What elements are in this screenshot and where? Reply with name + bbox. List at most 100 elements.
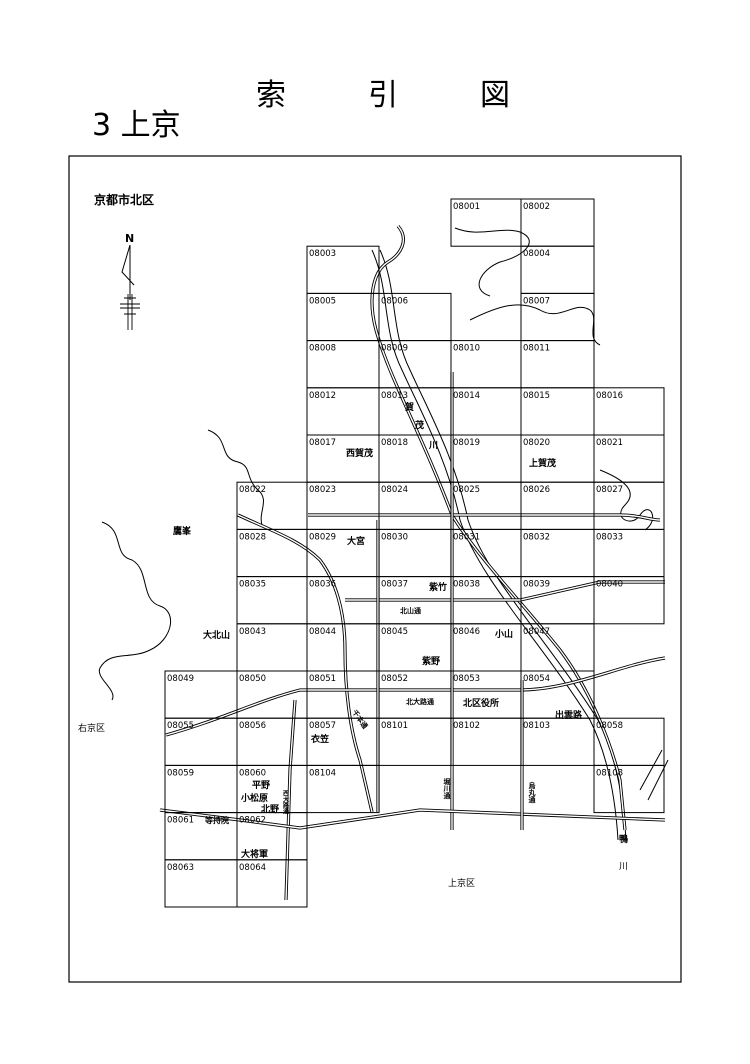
place-kinugasa: 衣笠 [311,733,329,745]
map-cell-label-08031: 08031 [453,532,480,542]
map-cell-label-08040: 08040 [596,580,623,590]
map-frame [68,155,682,983]
map-cell-label-08051: 08051 [309,674,336,684]
kamo-river-label-3: 川 [428,440,438,451]
map-cell-label-08023: 08023 [309,485,336,495]
ward-label: 京都市北区 [94,192,154,207]
map-cell-label-08032: 08032 [523,532,550,542]
map-cell-label-08058: 08058 [596,721,623,731]
map-cell-label-08024: 08024 [381,485,408,495]
map-cell-label-08062: 08062 [239,816,266,826]
ward-boundary-line [98,521,171,701]
map-cell-label-08055: 08055 [167,721,194,731]
map-cell-label-08101: 08101 [381,721,408,731]
title-char-3: 図 [480,78,510,113]
map-cell-label-08057: 08057 [309,721,336,731]
road-label-karasuma: 烏丸通 [528,781,537,804]
kamo-river-south-label-2: 川 [619,862,628,872]
map-cell-label-08026: 08026 [523,485,550,495]
kamo-river-bank-east [379,249,627,841]
place-kitayama-dori: 北山通 [400,606,422,615]
map-cell-label-08052: 08052 [381,674,408,684]
map-cell-label-08053: 08053 [453,674,480,684]
map-cell-label-08038: 08038 [453,580,480,590]
hill-contour [454,227,530,297]
map-cell-label-08007: 08007 [523,296,550,306]
place-taishogun: 大将軍 [241,848,268,860]
map-cell-08064[interactable] [236,859,308,908]
map-cell-label-08035: 08035 [239,580,266,590]
road-label-senbon: 千本通 [350,708,370,731]
map-cell-label-08045: 08045 [381,627,408,637]
title-char-1: 索 [256,78,286,113]
stream-line-east [599,469,654,531]
map-cell-label-08021: 08021 [596,438,623,448]
map-cell-label-08013: 08013 [381,391,408,401]
roads-layer [159,224,666,901]
map-cell-label-08046: 08046 [453,627,480,637]
map-cell-label-08044: 08044 [309,627,336,637]
place-kamigamo: 上賀茂 [529,457,556,469]
map-cell-label-08017: 08017 [309,438,336,448]
map-cell-label-08011: 08011 [523,344,550,354]
kamo-river-bank-west [371,249,619,841]
map-cell-label-08049: 08049 [167,674,194,684]
road-label-nishioji: 西大路通 [282,789,289,815]
map-cell-label-08033: 08033 [596,532,623,542]
place-omiya: 大宮 [347,535,365,547]
map-cell-label-08027: 08027 [596,485,623,495]
map-cell-label-08008: 08008 [309,344,336,354]
north-label: N [125,232,134,245]
map-cell-08104[interactable] [306,764,380,814]
map-cell-label-08061: 08061 [167,816,194,826]
title-char-2: 引 [368,78,398,113]
map-cell-label-08043: 08043 [239,627,266,637]
map-cell-label-08063: 08063 [167,863,194,873]
north-arrow-icon: N [120,232,140,330]
map-cell-label-08060: 08060 [239,768,266,778]
map-cell-label-08004: 08004 [523,249,550,259]
map-cell-label-08108: 08108 [596,768,623,778]
map-cell-label-08006: 08006 [381,296,408,306]
map-cell-label-08029: 08029 [309,532,336,542]
map-cell-label-08002: 08002 [523,202,550,212]
place-okitayama: 大北山 [203,629,230,641]
place-koyama: 小山 [494,628,513,640]
place-labels: 西賀茂 上賀茂 鷹峯 大宮 紫竹 北山通 大北山 紫野 小山 北大路通 北区役所… [78,401,628,889]
place-nishigamo: 西賀茂 [346,447,373,459]
map-cell-label-08009: 08009 [381,344,408,354]
map-cell-label-08064: 08064 [239,863,266,873]
place-shichiku: 紫竹 [429,581,447,593]
road-label-horikawa: 堀川通 [443,777,452,800]
stream-line [207,429,264,526]
map-cell-label-08030: 08030 [381,532,408,542]
kamo-river-label-2: 茂 [414,419,424,431]
map-cell-08040[interactable] [593,576,665,625]
hill-contour-2 [469,304,601,346]
map-cell-label-08018: 08018 [381,438,408,448]
map-cell-label-08010: 08010 [453,344,480,354]
map-cell-label-08003: 08003 [309,249,336,259]
map-cell-08108[interactable] [593,764,665,814]
map-cell-label-08016: 08016 [596,391,623,401]
kamo-river-label-1: 賀 [404,401,414,413]
rivers-layer [98,227,669,841]
map-cell-label-08054: 08054 [523,674,550,684]
place-kitano: 北野 [261,803,279,815]
map-cell-label-08019: 08019 [453,438,480,448]
map-cell-label-08104: 08104 [309,768,336,778]
map-cell-label-08037: 08037 [381,580,408,590]
map-cell-label-08014: 08014 [453,391,480,401]
place-kitaoji-dori: 北大路通 [406,697,435,706]
map-cell-label-08036: 08036 [309,580,336,590]
map-cell-label-08102: 08102 [453,721,480,731]
map-cell-label-08015: 08015 [523,391,550,401]
map-cell-label-08050: 08050 [239,674,266,684]
map-cell-label-08025: 08025 [453,485,480,495]
place-murasakino: 紫野 [422,655,440,667]
index-map-title: 索 引 図 [0,70,750,113]
place-hirano: 平野 [252,780,270,791]
place-tojiin: 等持院 [204,815,229,825]
map-cell-label-08020: 08020 [523,438,550,448]
